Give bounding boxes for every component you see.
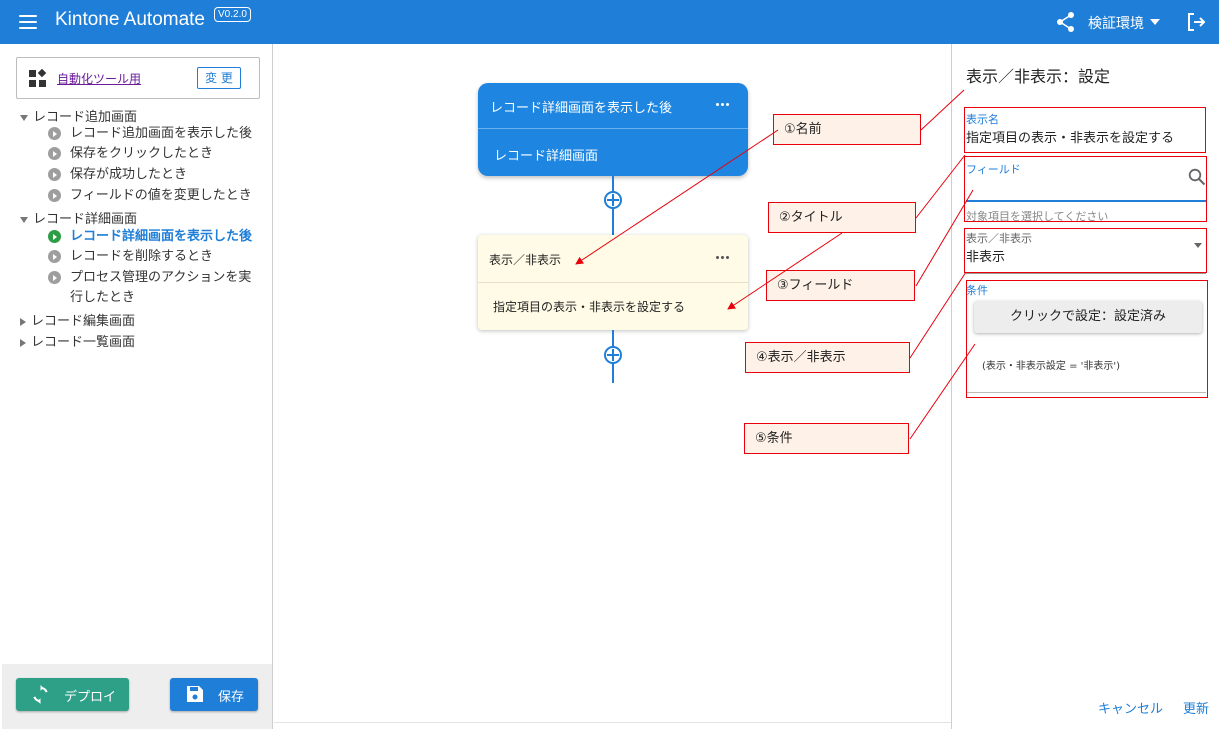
callout-name: ①名前 bbox=[773, 114, 921, 145]
environment-dropdown-icon[interactable] bbox=[1150, 19, 1160, 25]
app-link[interactable]: 自動化ツール用 bbox=[57, 72, 142, 86]
condition-label: 条件 bbox=[966, 284, 988, 297]
action-node-subtitle: 指定項目の表示・非表示を設定する bbox=[493, 300, 686, 314]
play-icon bbox=[48, 127, 61, 140]
play-icon bbox=[48, 271, 61, 284]
name-field[interactable]: 指定項目の表示・非表示を設定する bbox=[966, 131, 1175, 146]
expand-arrow-icon bbox=[20, 216, 28, 223]
condition-underline bbox=[966, 392, 1206, 393]
field-selector-input[interactable] bbox=[966, 200, 1206, 202]
panel-title: 表示／非表示：設定 bbox=[966, 67, 1111, 86]
expand-arrow-icon bbox=[20, 114, 28, 121]
widgets-icon bbox=[29, 69, 47, 87]
menu-icon[interactable] bbox=[19, 13, 39, 31]
tree-group-record-edit[interactable]: レコード編集画面 bbox=[20, 310, 135, 329]
app-selector: 自動化ツール用 変 更 bbox=[16, 57, 260, 99]
trigger-node[interactable]: レコード詳細画面を表示した後 レコード詳細画面 bbox=[478, 83, 748, 176]
play-icon bbox=[48, 147, 61, 160]
condition-button[interactable]: クリックで設定：設定済み bbox=[974, 301, 1202, 333]
highlight-box-name bbox=[964, 107, 1206, 153]
visibility-select-underline bbox=[966, 273, 1206, 274]
callout-title: ②タイトル bbox=[768, 202, 916, 233]
play-icon bbox=[48, 189, 61, 202]
trigger-node-title: レコード詳細画面を表示した後 bbox=[490, 101, 673, 116]
play-icon bbox=[48, 168, 61, 181]
add-action-icon[interactable] bbox=[604, 346, 622, 364]
app-bar: Kintone Automate V0.2.0 検証環境 bbox=[0, 0, 1219, 44]
share-icon[interactable] bbox=[1056, 11, 1076, 33]
version-badge: V0.2.0 bbox=[214, 7, 251, 22]
canvas-border bbox=[274, 722, 951, 729]
update-button[interactable]: 更新 bbox=[1183, 702, 1210, 717]
callout-visibility: ④表示／非表示 bbox=[745, 342, 910, 373]
floppy-disk-icon bbox=[187, 686, 203, 702]
highlight-box-condition bbox=[966, 280, 1208, 398]
play-icon bbox=[48, 230, 61, 243]
trigger-node-subtitle: レコード詳細画面 bbox=[494, 149, 599, 164]
logout-icon[interactable] bbox=[1185, 11, 1207, 33]
flow-canvas: レコード詳細画面を表示した後 レコード詳細画面 表示／非表示 指定項目の表示・非… bbox=[274, 44, 951, 729]
sidebar: 自動化ツール用 変 更 レコード追加画面 レコード追加画面を表示した後 保存をク… bbox=[2, 44, 273, 729]
highlight-box-visibility bbox=[964, 228, 1207, 273]
divider bbox=[478, 128, 748, 129]
callout-field: ③フィールド bbox=[766, 270, 915, 301]
save-button[interactable]: 保存 bbox=[170, 678, 258, 711]
deploy-button[interactable]: デプロイ bbox=[16, 678, 129, 711]
sidebar-footer: デプロイ 保存 bbox=[2, 664, 272, 729]
cancel-button[interactable]: キャンセル bbox=[1098, 702, 1164, 717]
action-node[interactable]: 表示／非表示 指定項目の表示・非表示を設定する bbox=[478, 235, 748, 330]
callout-condition: ⑤条件 bbox=[744, 423, 909, 454]
environment-label[interactable]: 検証環境 bbox=[1088, 16, 1144, 32]
field-selector-label: フィールド bbox=[966, 163, 1021, 176]
highlight-box-field bbox=[964, 156, 1207, 222]
more-options-icon[interactable] bbox=[716, 103, 732, 107]
tree-group-record-list[interactable]: レコード一覧画面 bbox=[20, 331, 135, 350]
app-title: Kintone Automate bbox=[55, 9, 205, 30]
play-icon bbox=[48, 250, 61, 263]
collapse-arrow-icon bbox=[20, 317, 26, 326]
field-selector-hint: 対象項目を選択してください bbox=[966, 210, 1109, 223]
settings-panel: 表示／非表示：設定 表示名 指定項目の表示・非表示を設定する フィールド 対象項… bbox=[951, 44, 1219, 729]
add-action-icon[interactable] bbox=[604, 191, 622, 209]
visibility-select[interactable]: 非表示 bbox=[966, 250, 1006, 265]
tree-group-record-detail[interactable]: レコード詳細画面 bbox=[20, 208, 137, 227]
search-icon[interactable] bbox=[1188, 168, 1206, 186]
tree-group-record-add[interactable]: レコード追加画面 bbox=[20, 106, 137, 125]
visibility-select-label: 表示／非表示 bbox=[966, 232, 1032, 245]
chevron-down-icon[interactable] bbox=[1194, 243, 1202, 248]
condition-summary: (表示・非表示設定 = '非表示') bbox=[982, 361, 1121, 372]
divider bbox=[478, 282, 748, 283]
sync-icon bbox=[33, 685, 48, 704]
name-field-label: 表示名 bbox=[966, 113, 999, 126]
more-options-icon[interactable] bbox=[716, 256, 732, 260]
collapse-arrow-icon bbox=[20, 338, 26, 347]
action-node-title: 表示／非表示 bbox=[489, 253, 562, 267]
change-app-button[interactable]: 変 更 bbox=[197, 67, 241, 89]
